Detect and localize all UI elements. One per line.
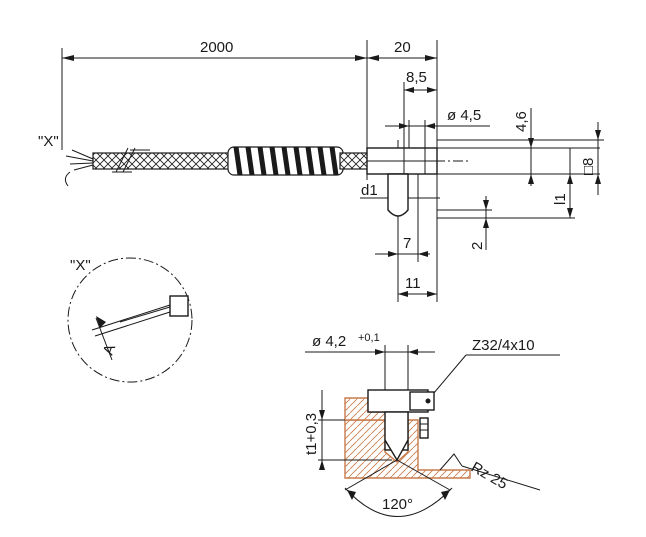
roughness-label: Rz 25 [468,459,510,493]
screw [419,417,429,439]
dimension-sq-8: □8 [437,122,604,195]
dim-d1-label: d1 [361,182,378,199]
screw-box [409,391,435,411]
dimension-4-6: 4,6 [437,108,600,186]
section-label-a: A [100,342,119,357]
dim-hole-label: ø 4,2 [312,333,346,350]
dim-20-label: 20 [394,39,411,56]
mounting-view: ø 4,2 +0,1 Z32/4x10 t1+0,3 [303,332,560,517]
protective-tube [339,152,371,170]
dim-dia-4-5-label: ø 4,5 [447,107,481,124]
thread-spec: Z32/4x10 [427,337,560,401]
dimension-2000: 2000 [61,39,368,180]
dim-l1-label: l1 [552,193,569,205]
dim-2-label: 2 [469,242,486,250]
main-view: 2000 20 8,5 ø 4,5 [38,39,604,302]
dim-length-label: 2000 [200,39,233,56]
probe-tip [387,173,409,217]
section-arrow-line [95,317,113,361]
dimension-dia-4-5: ø 4,5 [385,107,490,148]
dim-7-label: 7 [403,235,411,252]
dim-hole-tolerance: +0,1 [358,332,380,344]
cable-break-mark [115,147,136,173]
dimension-7: 7 [375,174,430,262]
dimension-l1: l1 [437,148,575,219]
dimension-depth: t1+0,3 [303,390,392,470]
detail-head [169,295,189,317]
detail-circle [67,257,193,383]
dim-depth-label: t1+0,3 [303,413,320,455]
angle-label: 120° [382,496,413,513]
dim-sq-8-label: □8 [580,158,597,175]
detail-x-marker: "X" [38,133,59,150]
dim-11-label: 11 [405,275,421,292]
detail-x-label: "X" [70,257,91,274]
dimension-20: 20 [367,39,438,170]
spring-strain-relief [227,146,344,176]
dimension-8-5: 8,5 [403,69,437,160]
detail-x-view: "X" A [67,257,193,383]
dimension-angle: 120° [344,459,453,517]
thread-spec-label: Z32/4x10 [472,337,535,354]
dimension-2: 2 [437,196,492,250]
dimension-11: 11 [397,174,438,302]
wire-ends: "X" [38,133,94,187]
dim-8-5-label: 8,5 [406,69,427,86]
braided-cable [92,152,234,170]
dim-4-6-label: 4,6 [513,111,530,132]
